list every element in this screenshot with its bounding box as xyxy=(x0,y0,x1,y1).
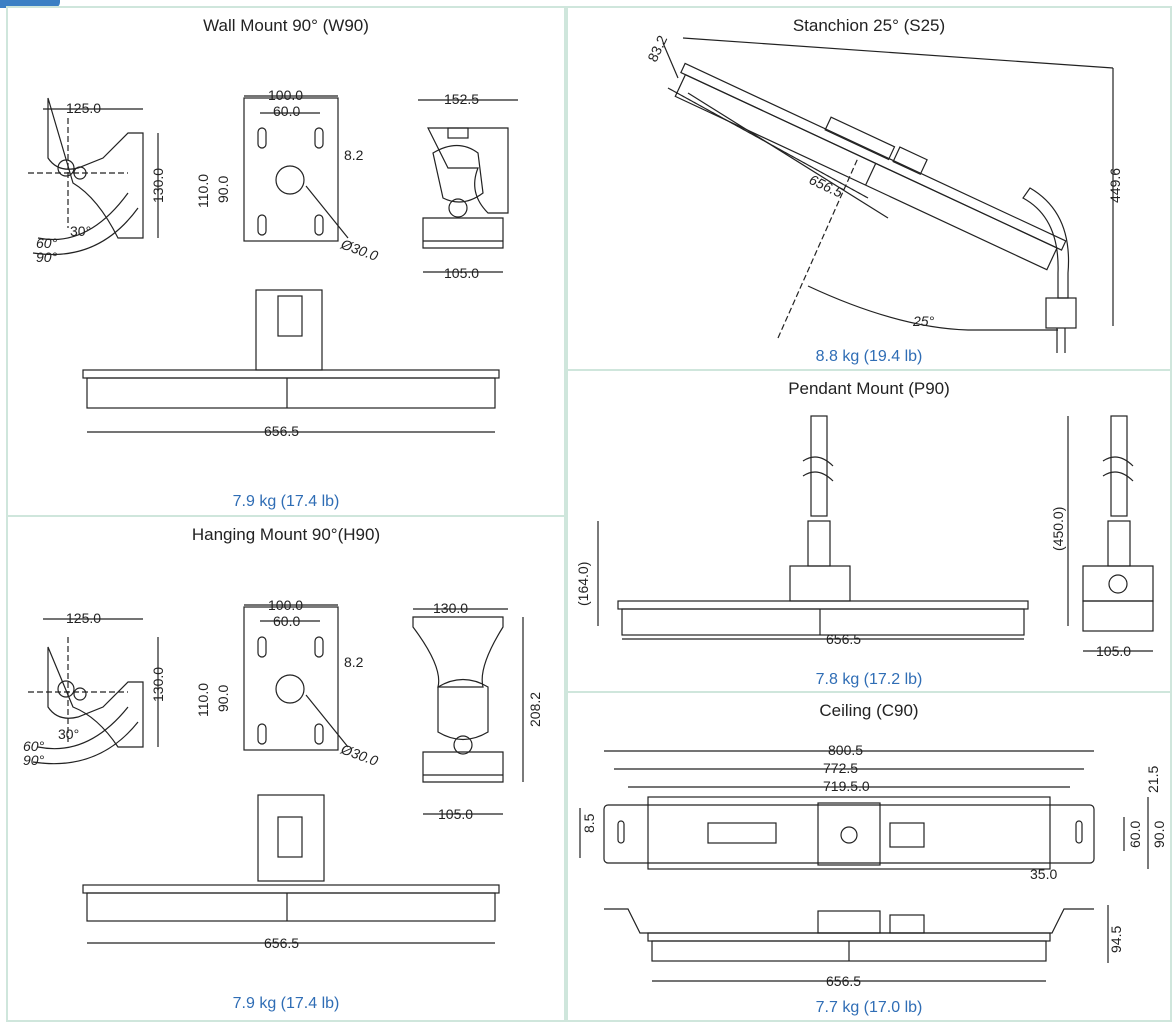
p90-side-view xyxy=(1067,415,1154,652)
svg-text:60°: 60° xyxy=(23,738,45,754)
svg-text:105.0: 105.0 xyxy=(1096,643,1131,659)
svg-text:25°: 25° xyxy=(912,313,935,329)
svg-text:8.2: 8.2 xyxy=(344,147,364,163)
brand-header-bar xyxy=(0,0,60,8)
p90-front-view xyxy=(597,415,1029,640)
svg-text:130.0: 130.0 xyxy=(150,168,166,203)
svg-text:449.6: 449.6 xyxy=(1107,168,1123,203)
panel-title: Wall Mount 90° (W90) xyxy=(203,16,369,35)
w90-fixture xyxy=(82,289,500,433)
weight-label: 7.8 kg (17.2 lb) xyxy=(815,671,923,688)
svg-text:208.2: 208.2 xyxy=(527,692,543,727)
svg-text:100.0: 100.0 xyxy=(268,597,303,613)
svg-text:656.5: 656.5 xyxy=(826,631,861,647)
svg-text:656.5: 656.5 xyxy=(807,171,846,200)
svg-text:30°: 30° xyxy=(58,726,79,742)
panel-title: Hanging Mount 90°(H90) xyxy=(191,525,381,544)
panel-pendant-mount: Pendant Mount (P90) 656.5 (164.0) (450.0… xyxy=(566,369,1172,693)
weight-label: 7.9 kg (17.4 lb) xyxy=(232,493,340,510)
svg-text:(450.0): (450.0) xyxy=(1050,507,1066,551)
panel-title: Stanchion 25° (S25) xyxy=(792,16,946,35)
svg-text:Ø30.0: Ø30.0 xyxy=(338,740,380,768)
svg-text:8.2: 8.2 xyxy=(344,654,364,670)
svg-text:105.0: 105.0 xyxy=(444,265,479,281)
w90-side-view xyxy=(28,97,159,256)
svg-text:60.0: 60.0 xyxy=(273,103,300,119)
svg-text:125.0: 125.0 xyxy=(66,100,101,116)
svg-text:60.0: 60.0 xyxy=(1127,821,1143,848)
ceiling-drawing: 800.5 772.5 719.5.0 21.5 8.5 60.0 90.0 3… xyxy=(579,742,1167,989)
svg-text:130.0: 130.0 xyxy=(150,667,166,702)
weight-label: 7.7 kg (17.0 lb) xyxy=(815,999,923,1016)
svg-text:90.0: 90.0 xyxy=(215,685,231,712)
h90-fixture xyxy=(82,794,500,944)
panel-title: Pendant Mount (P90) xyxy=(788,379,950,398)
svg-text:800.5: 800.5 xyxy=(828,742,863,758)
w90-plate xyxy=(243,95,349,242)
svg-text:110.0: 110.0 xyxy=(195,174,211,208)
svg-text:90°: 90° xyxy=(23,752,45,768)
svg-text:105.0: 105.0 xyxy=(438,806,473,822)
weight-label: 7.9 kg (17.4 lb) xyxy=(232,995,340,1012)
hanging-mount-drawing: 125.0 130.0 60° 90° 30° 100.0 60.0 8.2 1… xyxy=(23,597,543,951)
weight-label: 8.8 kg (19.4 lb) xyxy=(815,348,923,365)
svg-text:130.0: 130.0 xyxy=(433,600,468,616)
svg-text:90°: 90° xyxy=(36,249,58,265)
s25-fixture xyxy=(674,62,1067,271)
h90-side-view xyxy=(28,618,159,765)
panel-wall-mount: Wall Mount 90° (W90) 125.0 130.0 60° 90°… xyxy=(6,6,566,517)
svg-text:21.5: 21.5 xyxy=(1145,766,1161,793)
svg-text:8.5: 8.5 xyxy=(581,813,597,833)
svg-text:110.0: 110.0 xyxy=(195,683,211,717)
wall-mount-drawing: 125.0 130.0 60° 90° 30° 100.0 60.0 8.2 1… xyxy=(28,87,518,439)
pendant-drawing: 656.5 (164.0) (450.0) 105.0 xyxy=(575,415,1154,659)
panel-ceiling: Ceiling (C90) 800.5 772.5 719.5.0 21.5 8… xyxy=(566,691,1172,1022)
c90-top-view xyxy=(579,750,1149,870)
svg-text:Ø30.0: Ø30.0 xyxy=(338,235,380,263)
svg-text:94.5: 94.5 xyxy=(1108,926,1124,953)
svg-text:719.5.0: 719.5.0 xyxy=(823,778,870,794)
panel-title: Ceiling (C90) xyxy=(819,701,919,720)
svg-text:60°: 60° xyxy=(36,235,58,251)
svg-text:90.0: 90.0 xyxy=(215,176,231,203)
svg-text:656.5: 656.5 xyxy=(264,935,299,951)
s25-base xyxy=(1045,297,1077,329)
svg-text:100.0: 100.0 xyxy=(268,87,303,103)
panel-hanging-mount: Hanging Mount 90°(H90) 125.0 130.0 60° 9… xyxy=(6,515,566,1022)
h90-front-view xyxy=(412,608,524,815)
c90-side-view xyxy=(604,905,1109,982)
s25-arm xyxy=(1022,187,1070,299)
svg-text:(164.0): (164.0) xyxy=(575,562,591,606)
panel-stanchion: Stanchion 25° (S25) 83.2 656.5 449.6 25°… xyxy=(566,6,1172,371)
w90-front-view xyxy=(418,99,518,273)
svg-text:656.5: 656.5 xyxy=(826,973,861,989)
h90-plate xyxy=(243,604,349,751)
svg-text:772.5: 772.5 xyxy=(823,760,858,776)
svg-text:83.2: 83.2 xyxy=(644,33,670,65)
svg-text:60.0: 60.0 xyxy=(273,613,300,629)
svg-text:125.0: 125.0 xyxy=(66,610,101,626)
svg-text:656.5: 656.5 xyxy=(264,423,299,439)
stanchion-drawing xyxy=(662,37,1114,353)
s25-labels: 83.2 656.5 449.6 25° xyxy=(644,33,1123,329)
svg-text:35.0: 35.0 xyxy=(1030,866,1057,882)
svg-text:30°: 30° xyxy=(70,223,91,239)
svg-text:152.5: 152.5 xyxy=(444,91,479,107)
svg-text:90.0: 90.0 xyxy=(1151,821,1167,848)
